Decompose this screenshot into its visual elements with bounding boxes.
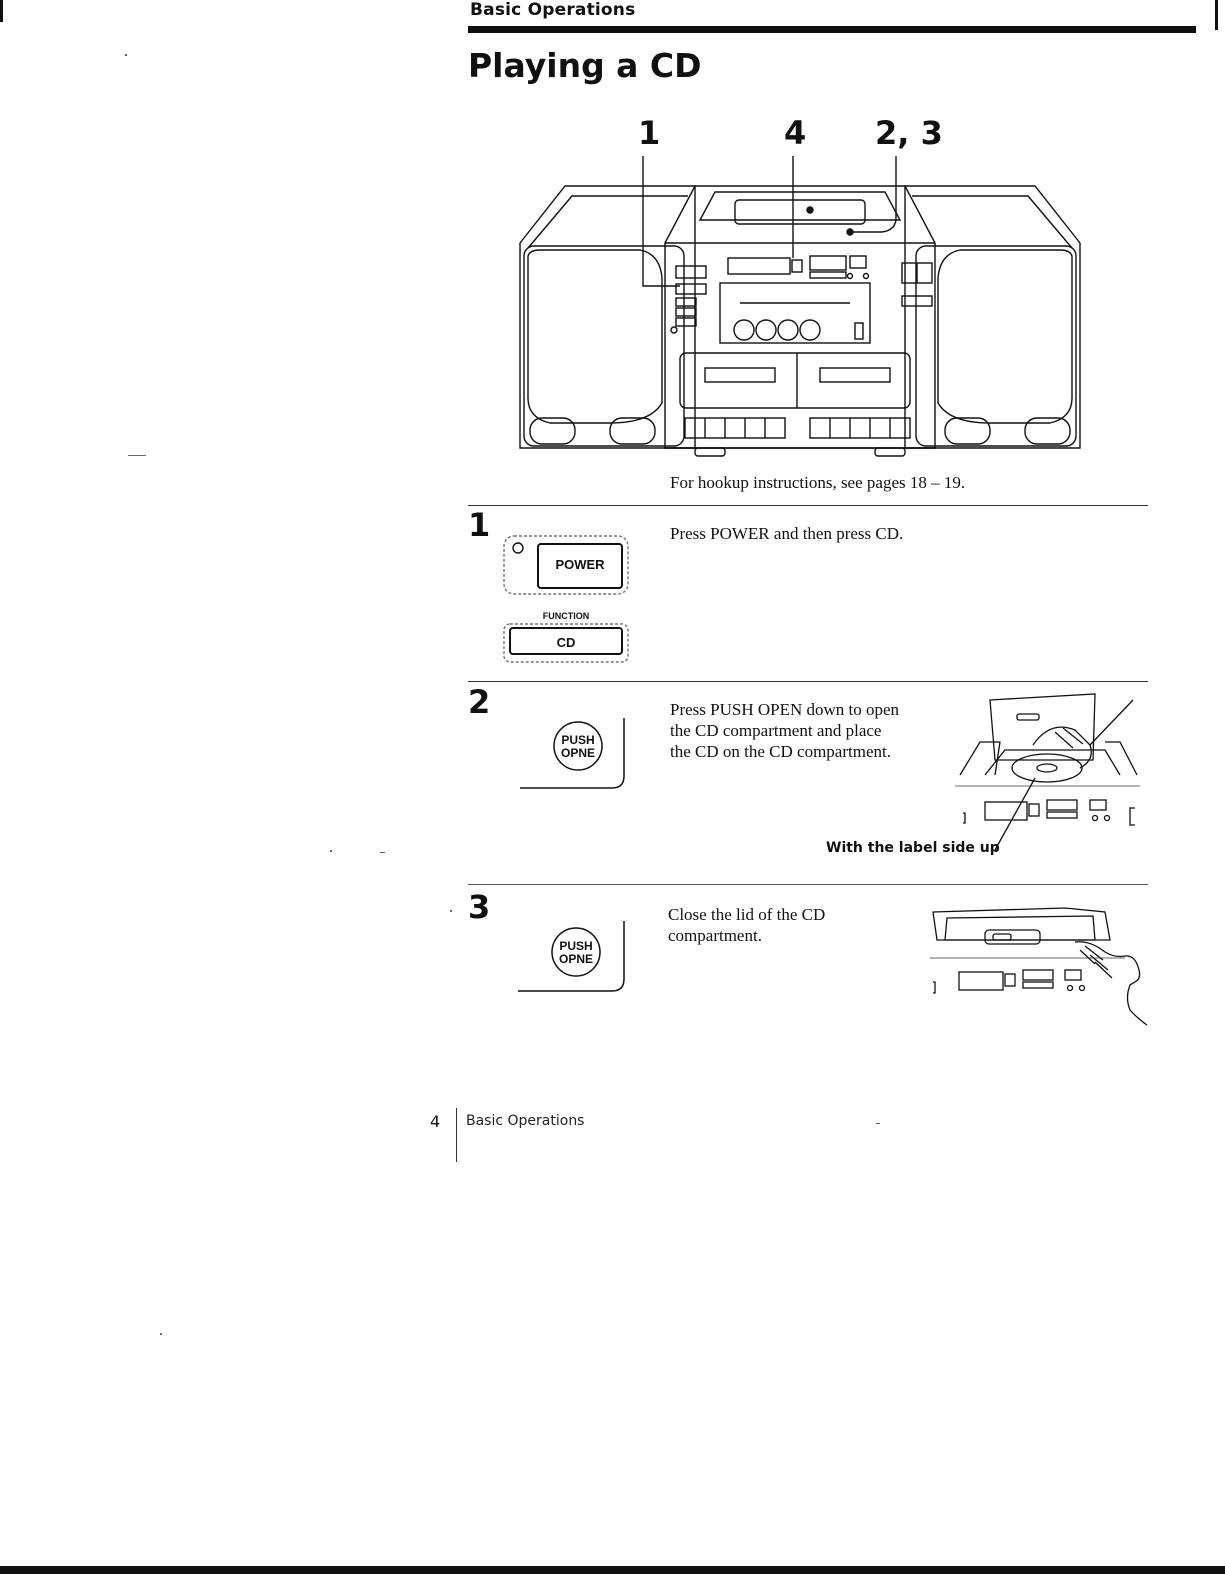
callout-2-3: 2, 3 [875, 114, 943, 152]
open-label: OPNE [559, 952, 593, 966]
section-header: Basic Operations [470, 0, 636, 20]
push-label: PUSH [559, 939, 592, 953]
push-open-button-illustration: PUSH OPNE [518, 921, 625, 992]
power-cd-buttons-illustration: POWER FUNCTION CD [503, 535, 629, 663]
edge-mark [0, 0, 3, 22]
callout-4: 4 [784, 114, 807, 152]
callout-1: 1 [638, 114, 661, 152]
power-button-label: POWER [555, 557, 605, 572]
scan-speck [128, 455, 146, 456]
label-side-up-caption: With the label side up [826, 840, 1000, 856]
push-label: PUSH [561, 733, 594, 747]
close-lid-illustration [930, 907, 1148, 1026]
page-bottom-edge [0, 1566, 1225, 1574]
open-label: OPNE [561, 746, 595, 760]
scan-speck [450, 910, 452, 912]
step-3-text: Close the lid of the CD compartment. [668, 904, 825, 946]
divider [468, 884, 1148, 885]
step-number-2: 2 [468, 683, 491, 721]
scan-speck [125, 54, 127, 56]
page-number: 4 [430, 1112, 441, 1131]
step-1-text: Press POWER and then press CD. [670, 524, 904, 543]
cd-button-label: CD [557, 635, 576, 650]
step-2-text: Press PUSH OPEN down to open the CD comp… [670, 699, 899, 762]
step-2-line: the CD compartment and place [670, 721, 882, 740]
hookup-caption: For hookup instructions, see pages 18 – … [670, 473, 966, 492]
cd-insert-illustration [955, 693, 1140, 851]
scan-speck [160, 1333, 162, 1335]
divider [468, 681, 1148, 682]
edge-mark [1215, 0, 1218, 30]
step-3-line: compartment. [668, 926, 762, 945]
page-title: Playing a CD [468, 46, 702, 85]
step-2-line: the CD on the CD compartment. [670, 742, 891, 761]
divider [468, 505, 1148, 506]
scan-speck [330, 850, 332, 852]
function-label: FUNCTION [543, 611, 590, 621]
footer-section: Basic Operations [466, 1113, 585, 1129]
header-rule [468, 26, 1196, 33]
step-number-1: 1 [468, 506, 491, 544]
scan-speck [876, 1123, 880, 1124]
step-number-3: 3 [468, 888, 491, 926]
boombox-illustration [519, 156, 1081, 457]
scan-speck [380, 852, 385, 853]
push-open-button-illustration: PUSH OPNE [520, 718, 625, 789]
step-2-line: Press PUSH OPEN down to open [670, 700, 900, 719]
footer-divider [456, 1108, 457, 1162]
step-3-line: Close the lid of the CD [668, 905, 826, 924]
